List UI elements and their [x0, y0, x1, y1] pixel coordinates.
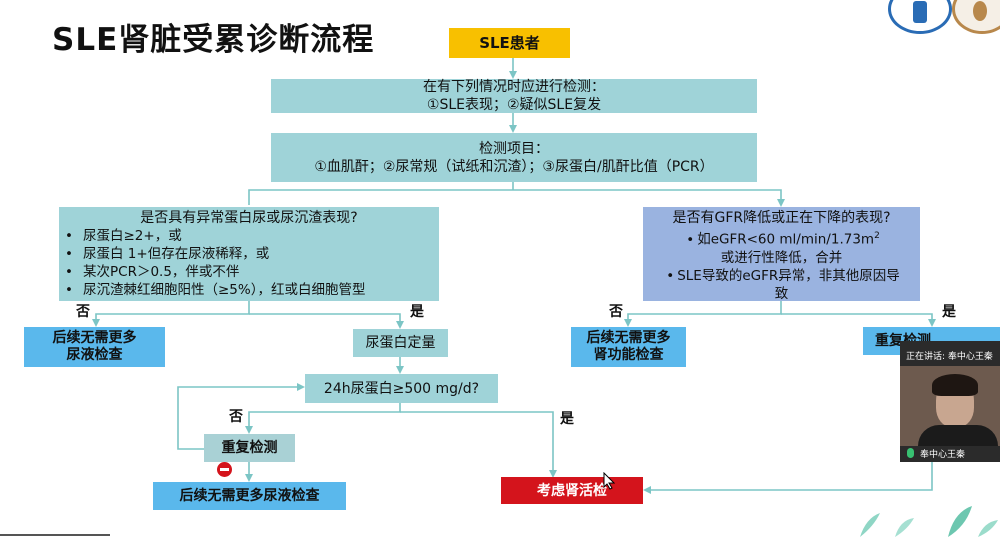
gfr-criterion-2-cont: 致: [774, 285, 789, 302]
proteinuria-question-title: 是否具有异常蛋白尿或尿沉渣表现?: [140, 210, 358, 226]
arrow-right-no: [624, 301, 782, 327]
gfr-criterion-1-sup: 2: [874, 231, 880, 241]
final-no-further-urine-box: 后续无需更多尿液检查: [153, 482, 346, 510]
test-items-box: 检测项目： ①血肌酐；②尿常规（试纸和沉渣）；③尿蛋白/肌酐比值（PCR）: [271, 133, 757, 182]
no-further-renal-line-2: 肾功能检查: [593, 347, 664, 363]
arrow-24h-yes: [400, 411, 557, 478]
arrow-left-no: [92, 301, 250, 327]
page-title: SLE肾脏受累诊断流程: [52, 22, 375, 58]
start-node-text: SLE患者: [479, 34, 540, 52]
no-further-urine-line-2: 尿液检查: [66, 347, 123, 363]
proteinuria-criteria-list: 尿蛋白≥2+，或 尿蛋白 1+但存在尿液稀释，或 某次PCR＞0.5，伴或不伴 …: [59, 227, 365, 299]
arrow-right-yes: [781, 313, 936, 327]
tests-line-1: 检测项目：: [479, 140, 549, 157]
arrow-repeat-loop: [177, 383, 305, 450]
no-further-urine-test-box: 后续无需更多 尿液检查: [24, 327, 165, 367]
gfr-criterion-2-text: SLE导致的eGFR异常，非其他原因导: [677, 267, 900, 284]
gfr-criterion-2: •SLE导致的eGFR异常，非其他原因导: [666, 267, 900, 284]
gfr-question-box: 是否有GFR降低或正在下降的表现? •如eGFR<60 ml/min/1.73m…: [643, 207, 920, 302]
screening-line-2: ①SLE表现；②疑似SLE复发: [426, 97, 602, 113]
proteinuria-criterion: 尿沉渣棘红细胞阳性（≥5%），红或白细胞管型: [59, 281, 365, 299]
screening-line-1: 在有下列情况时应进行检测：: [423, 79, 605, 95]
mouse-cursor-icon: [603, 472, 615, 490]
proteinuria-criterion: 某次PCR＞0.5，伴或不伴: [59, 263, 365, 281]
mic-icon: [907, 448, 914, 458]
left-no-label: 否: [76, 304, 90, 320]
renal-biopsy-text: 考虑肾活检: [537, 482, 607, 499]
no-further-urine-line-1: 后续无需更多: [52, 330, 137, 346]
renal-biopsy-box: 考虑肾活检: [501, 477, 643, 504]
arrow-right-to-biopsy: [643, 356, 933, 494]
left-yes-label: 是: [410, 304, 424, 320]
24h-yes-label: 是: [560, 411, 574, 427]
repeat-test-text: 重复检测: [221, 440, 278, 456]
screening-condition-box: 在有下列情况时应进行检测： ①SLE表现；②疑似SLE复发: [271, 79, 757, 113]
gfr-criterion-1-cont: 或进行性降低，合并: [720, 249, 843, 266]
proteinuria-criterion: 尿蛋白≥2+，或: [59, 227, 365, 245]
speaker-video-panel[interactable]: 正在讲话: 奉中心王秦 奉中心王秦: [900, 341, 1000, 462]
minus-circle-icon: [217, 462, 232, 477]
no-further-renal-test-box: 后续无需更多 肾功能检查: [571, 327, 686, 367]
proteinuria-question-box: 是否具有异常蛋白尿或尿沉渣表现? 尿蛋白≥2+，或 尿蛋白 1+但存在尿液稀释，…: [59, 207, 439, 301]
right-no-label: 否: [609, 304, 623, 320]
tests-line-2: ①血肌酐；②尿常规（试纸和沉渣）；③尿蛋白/肌酐比值（PCR）: [314, 158, 714, 175]
gfr-criterion-1: •如eGFR<60 ml/min/1.73m2: [686, 231, 880, 248]
24h-protein-question-text: 24h尿蛋白≥500 mg/d?: [323, 380, 480, 397]
24h-protein-question-box: 24h尿蛋白≥500 mg/d?: [305, 374, 498, 403]
arrow-24h-no: [245, 403, 401, 434]
right-yes-label: 是: [942, 304, 956, 320]
final-no-further-urine-text: 后续无需更多尿液检查: [179, 488, 320, 504]
arrow-tests-split: [248, 182, 781, 205]
no-further-renal-line-1: 后续无需更多: [586, 330, 671, 346]
arrow-left-yes: [249, 313, 404, 329]
gfr-criterion-1-text: 如eGFR<60 ml/min/1.73m: [697, 231, 875, 248]
speaker-name-label: 奉中心王秦: [920, 450, 966, 460]
university-logo: [952, 0, 1000, 34]
proteinuria-criterion: 尿蛋白 1+但存在尿液稀释，或: [59, 245, 365, 263]
speaker-body: [918, 425, 998, 446]
speaking-indicator-text: 正在讲话: 奉中心王秦: [906, 352, 993, 362]
speaker-hair: [932, 374, 978, 396]
protein-quantification-text: 尿蛋白定量: [365, 335, 436, 351]
slide-bottom-rule: [0, 534, 110, 536]
start-node: SLE患者: [449, 28, 570, 58]
decorative-leaves: [860, 506, 998, 537]
protein-quantification-box: 尿蛋白定量: [353, 329, 448, 357]
repeat-test-box: 重复检测: [204, 434, 295, 462]
gfr-question-title: 是否有GFR降低或正在下降的表现?: [672, 210, 891, 226]
24h-no-label: 否: [229, 409, 243, 425]
